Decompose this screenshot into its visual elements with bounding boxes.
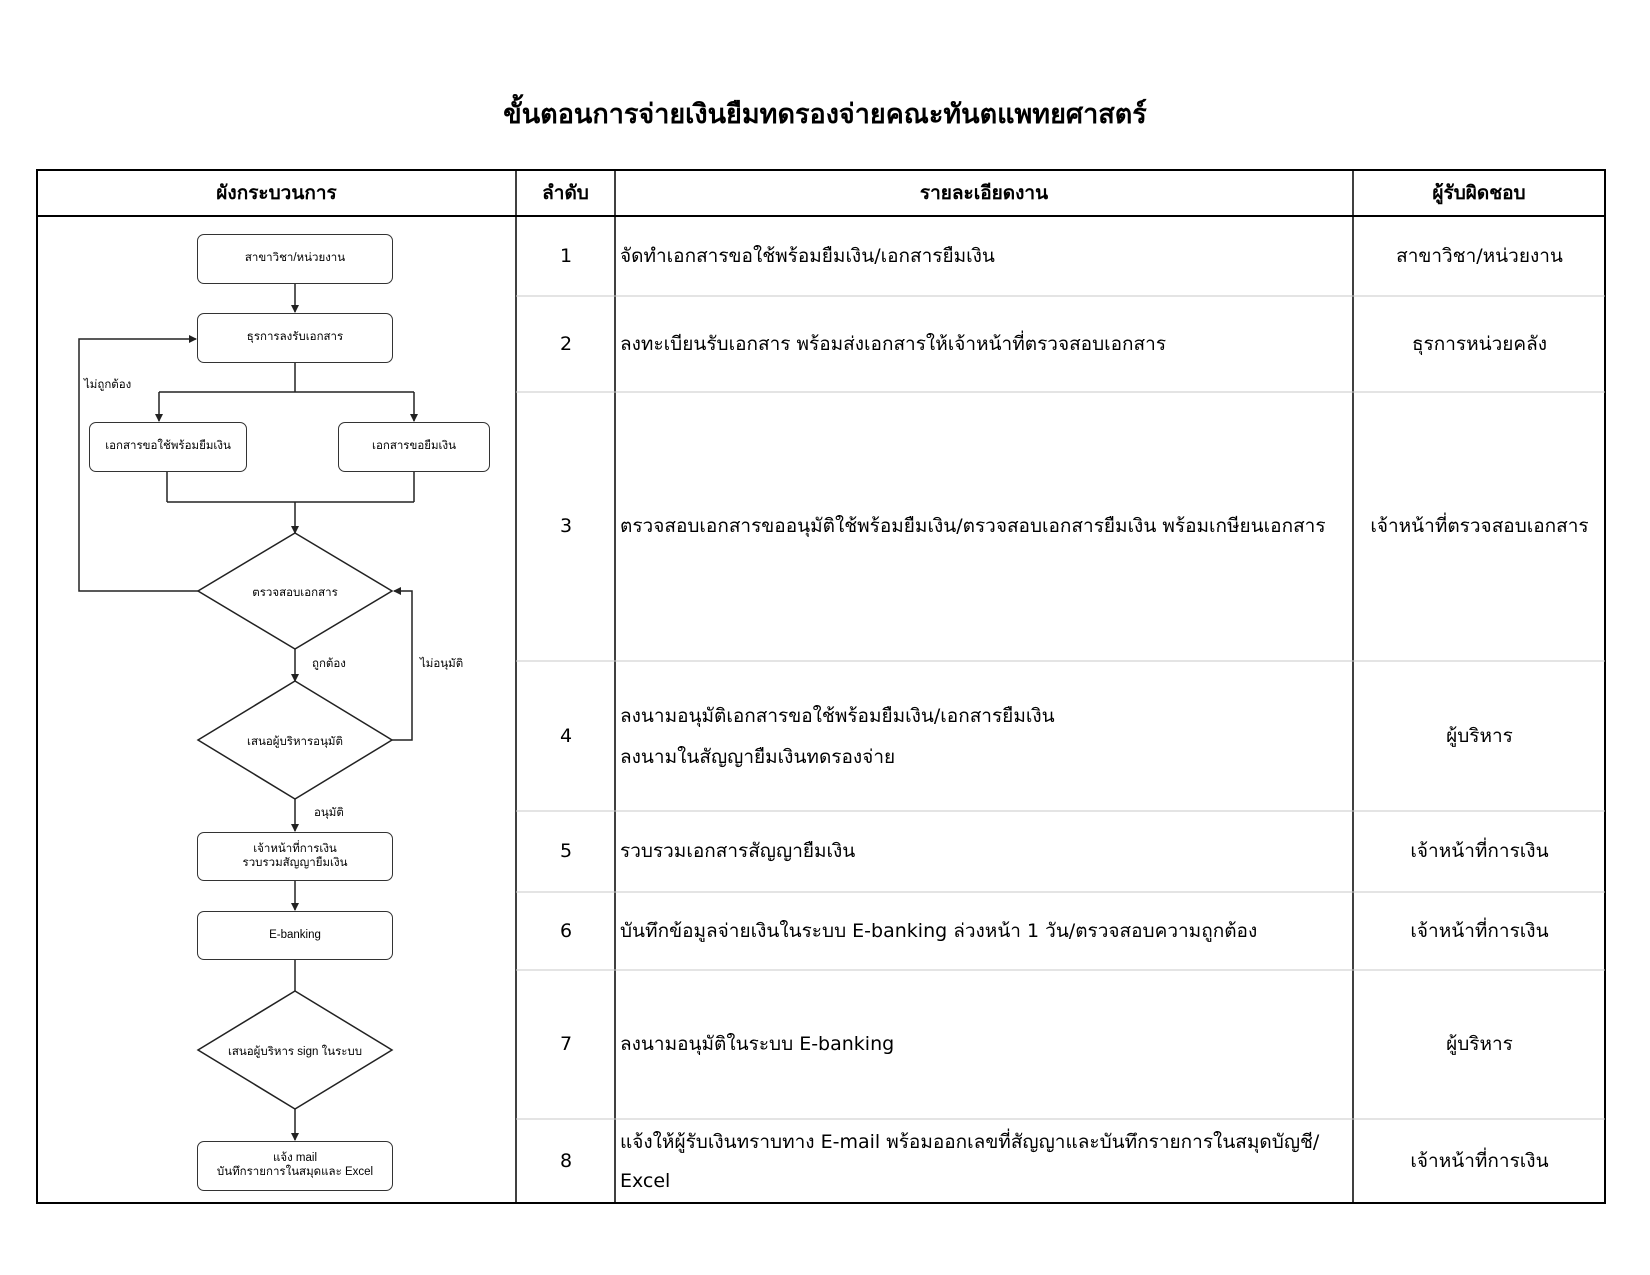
row-5-num: 5	[559, 840, 573, 863]
row-6-responsible: เจ้าหน้าที่การเงิน	[1410, 919, 1549, 942]
row-7-responsible: ผู้บริหาร	[1446, 1033, 1513, 1056]
row-2-num: 2	[559, 332, 573, 355]
flow-collect-line-1: เจ้าหน้าที่การเงิน	[253, 842, 337, 855]
row-5-responsible: เจ้าหน้าที่การเงิน	[1410, 840, 1549, 863]
row-8-num: 8	[559, 1149, 573, 1172]
row-2-detail: ลงทะเบียนรับเอกสาร พร้อมส่งเอกสารให้เจ้า…	[616, 297, 1353, 392]
row-6-detail: บันทึกข้อมูลจ่ายเงินในระบบ E-banking ล่ว…	[616, 893, 1353, 970]
flow-doc-use-borrow-box: เอกสารขอใช้พร้อมยืมเงิน	[89, 422, 247, 472]
flow-label-approved: อนุมัติ	[314, 807, 344, 819]
row-7-detail: ลงนามอนุมัติในระบบ E-banking	[616, 971, 1353, 1119]
row-6-detail-line-1: บันทึกข้อมูลจ่ายเงินในระบบ E-banking ล่ว…	[620, 919, 1258, 942]
row-1-responsible: สาขาวิชา/หน่วยงาน	[1396, 244, 1563, 267]
flow-label-not-approved: ไม่อนุมัติ	[420, 658, 464, 670]
row-4-detail-line-2: ลงนามในสัญญายืมเงินทดรองจ่าย	[620, 745, 896, 768]
flow-notify-line-2: บันทึกรายการในสมุดและ Excel	[216, 1166, 374, 1178]
row-4-num: 4	[559, 724, 573, 747]
row-8-detail-line-2: Excel	[620, 1169, 671, 1192]
row-5-detail: รวบรวมเอกสารสัญญายืมเงิน	[616, 812, 1353, 892]
flow-label-correct: ถูกต้อง	[312, 658, 346, 670]
row-4-responsible: ผู้บริหาร	[1446, 724, 1513, 747]
row-8-detail: แจ้งให้ผู้รับเงินทราบทาง E-mail พร้อมออก…	[616, 1120, 1353, 1203]
flow-receive-box: ธุรการลงรับเอกสาร	[197, 313, 393, 363]
flow-ebanking-box: E-banking	[197, 911, 393, 960]
row-7-detail-line-1: ลงนามอนุมัติในระบบ E-banking	[620, 1033, 895, 1056]
row-1-detail-line-1: จัดทำเอกสารขอใช้พร้อมยืมเงิน/เอกสารยืมเง…	[620, 244, 995, 267]
header-detail: รายละเอียดงาน	[919, 181, 1049, 204]
row-2-detail-line-1: ลงทะเบียนรับเอกสาร พร้อมส่งเอกสารให้เจ้า…	[620, 332, 1167, 355]
flow-notify-box: แจ้ง mail บันทึกรายการในสมุดและ Excel	[197, 1141, 393, 1191]
row-7-num: 7	[559, 1033, 573, 1056]
row-2-responsible: ธุรการหน่วยคลัง	[1411, 332, 1548, 355]
header-process: ผังกระบวนการ	[216, 181, 337, 204]
row-1-detail: จัดทำเอกสารขอใช้พร้อมยืมเงิน/เอกสารยืมเง…	[616, 217, 1353, 296]
flow-label-incorrect: ไม่ถูกต้อง	[84, 379, 132, 391]
flow-notify-line-1: แจ้ง mail	[272, 1152, 318, 1165]
page-title: ขั้นตอนการจ่ายเงินยืมทดรองจ่ายคณะทันตแพท…	[503, 99, 1147, 130]
row-3-responsible: เจ้าหน้าที่ตรวจสอบเอกสาร	[1370, 515, 1589, 538]
flow-check-diamond-label: ตรวจสอบเอกสาร	[252, 587, 338, 599]
row-4-detail-line-1: ลงนามอนุมัติเอกสารขอใช้พร้อมยืมเงิน/เอกส…	[620, 704, 1055, 727]
row-8-responsible: เจ้าหน้าที่การเงิน	[1410, 1149, 1549, 1172]
header-order: ลำดับ	[542, 181, 589, 204]
header-responsible: ผู้รับผิดชอบ	[1432, 181, 1526, 204]
row-3-num: 3	[559, 515, 573, 538]
flow-collect-box: เจ้าหน้าที่การเงิน รวบรวมสัญญายืมเงิน	[197, 832, 393, 881]
row-6-num: 6	[559, 919, 573, 942]
row-5-detail-line-1: รวบรวมเอกสารสัญญายืมเงิน	[620, 840, 856, 863]
flow-approve-diamond-label: เสนอผู้บริหารอนุมัติ	[247, 736, 343, 748]
flow-doc-borrow-box: เอกสารขอยืมเงิน	[338, 422, 490, 472]
flow-collect-line-2: รวบรวมสัญญายืมเงิน	[242, 856, 348, 869]
row-3-detail-line-1: ตรวจสอบเอกสารขออนุมัติใช้พร้อมยืมเงิน/ตร…	[620, 515, 1326, 538]
row-4-detail: ลงนามอนุมัติเอกสารขอใช้พร้อมยืมเงิน/เอกส…	[616, 662, 1353, 811]
row-8-detail-line-1: แจ้งให้ผู้รับเงินทราบทาง E-mail พร้อมออก…	[620, 1130, 1320, 1153]
flow-sign-diamond-label: เสนอผู้บริหาร sign ในระบบ	[227, 1046, 363, 1058]
row-3-detail: ตรวจสอบเอกสารขออนุมัติใช้พร้อมยืมเงิน/ตร…	[616, 393, 1353, 661]
flow-start-box: สาขาวิชา/หน่วยงาน	[197, 234, 393, 284]
row-1-num: 1	[559, 244, 573, 267]
